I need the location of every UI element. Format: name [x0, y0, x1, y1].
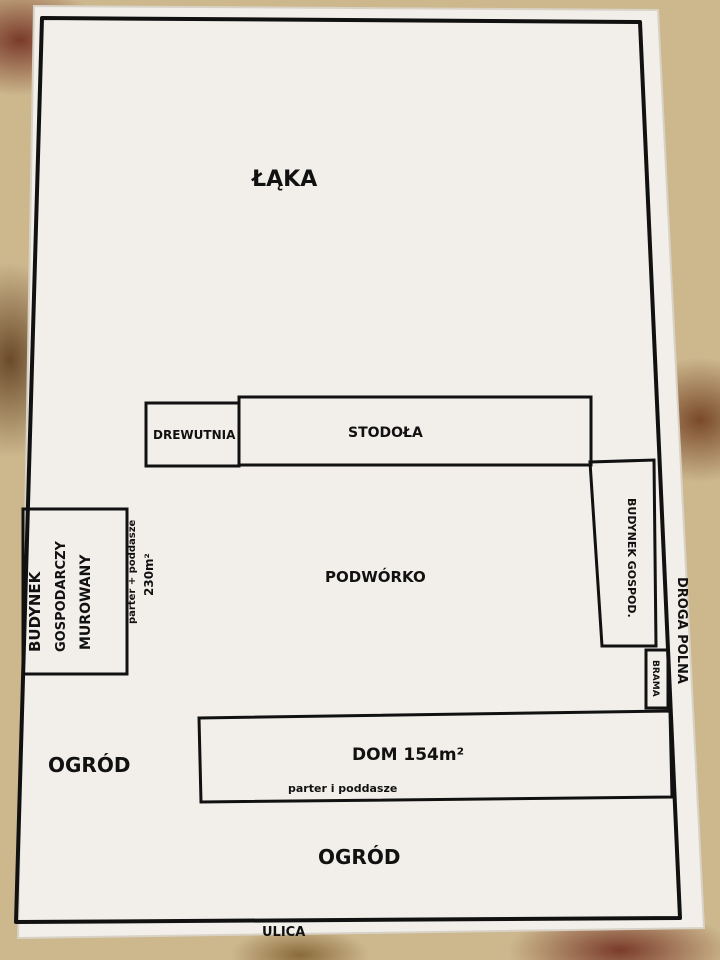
label-dom-sub: parter i poddasze: [288, 782, 397, 795]
budynek-gospodarczy-right-building: [588, 458, 658, 648]
label-budynek-size-line2: 230m²: [142, 553, 156, 596]
budynek-right-label-group: BUDYNEK GOSPOD.: [625, 498, 638, 618]
label-budynek-right: BUDYNEK GOSPOD.: [625, 498, 638, 618]
label-budynek-size-line1: parter + poddasze: [127, 519, 138, 624]
label-drewutnia: DREWUTNIA: [153, 428, 236, 442]
stodola-building: [237, 395, 593, 467]
dom-building: [197, 709, 674, 804]
label-ogrod-bottom: OGRÓD: [318, 845, 400, 869]
brama-gate: [644, 648, 670, 710]
brama-label-group: BRAMA: [650, 660, 660, 697]
property-boundary: [14, 16, 682, 924]
budynek-gospodarczy-label-group: BUDYNEK GOSPODARCZY MUROWANY: [26, 541, 94, 652]
label-podworko: PODWÓRKO: [325, 567, 426, 586]
budynek-gospodarczy-building: [21, 507, 129, 676]
label-stodola: STODOŁA: [348, 425, 423, 441]
label-budynek-line1: BUDYNEK: [26, 570, 44, 652]
label-ogrod-left: OGRÓD: [48, 753, 130, 777]
droga-polna-label-group: DROGA POLNA: [674, 577, 689, 684]
label-droga-polna: DROGA POLNA: [674, 577, 689, 684]
label-budynek-line2: GOSPODARCZY: [54, 541, 69, 652]
label-laka: ŁĄKA: [251, 167, 317, 192]
label-ulica: ULICA: [262, 925, 305, 940]
label-dom: DOM 154m²: [352, 745, 464, 765]
label-brama: BRAMA: [650, 660, 660, 697]
budynek-size-label-group: parter + poddasze 230m²: [127, 519, 156, 624]
label-budynek-line3: MUROWANY: [78, 554, 94, 650]
